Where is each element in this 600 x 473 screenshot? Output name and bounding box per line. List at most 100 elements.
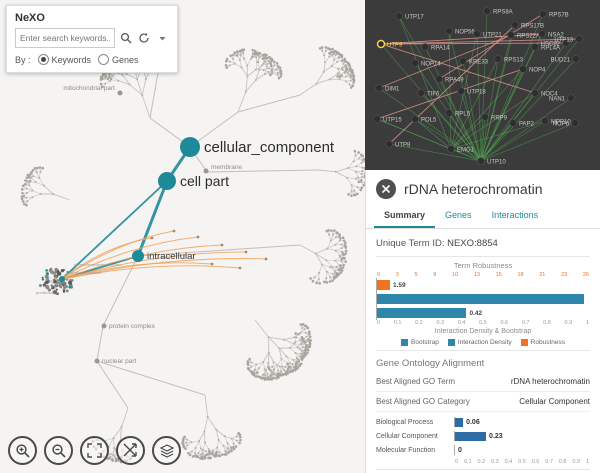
gene-node[interactable]	[539, 10, 547, 18]
zoom-out-button[interactable]	[44, 436, 73, 465]
gene-node-label: PAP2	[519, 122, 535, 128]
ontology-node[interactable]	[180, 137, 200, 157]
best-aligned-go-term-value: rDNA heterochromatin	[510, 377, 590, 386]
gene-node[interactable]	[511, 21, 519, 29]
close-icon[interactable]	[376, 179, 396, 199]
gene-node[interactable]	[457, 87, 465, 95]
ontology-node[interactable]	[101, 323, 107, 329]
gene-node[interactable]	[375, 84, 383, 92]
gene-node[interactable]	[509, 119, 517, 127]
gene-node[interactable]	[445, 27, 453, 35]
go-alignment-heading: Gene Ontology Alignment	[376, 358, 485, 369]
gene-node[interactable]	[531, 89, 539, 97]
gene-node[interactable]	[417, 89, 425, 97]
ontology-node-label: ribonucleoprotein complex	[74, 262, 121, 267]
gene-node[interactable]	[411, 115, 419, 123]
gene-node-label: NOP4	[529, 68, 546, 74]
bootstrap-bar-row	[377, 294, 590, 304]
gene-node[interactable]	[481, 113, 489, 121]
gene-node-label: UTP15	[383, 118, 402, 124]
gene-node-label: RPL5	[455, 112, 471, 118]
unique-term-id: Unique Term ID: NEXO:8854	[376, 238, 590, 249]
gene-node[interactable]	[473, 30, 481, 38]
birds-eye-view-button[interactable]	[116, 436, 145, 465]
go-score-row: Molecular Function 0	[376, 445, 590, 455]
gene-node-label: TIF6	[427, 92, 440, 98]
gene-node-label: UTP21	[483, 33, 502, 39]
ontology-node[interactable]	[117, 90, 123, 96]
gene-node-label: NOC4	[541, 92, 558, 98]
fit-to-screen-button[interactable]	[80, 436, 109, 465]
best-aligned-go-category-row: Best Aligned GO Category Cellular Compon…	[376, 392, 590, 412]
radio-keywords-circle[interactable]	[37, 54, 49, 65]
ontology-node[interactable]	[158, 172, 176, 190]
radio-genes[interactable]: Genes	[98, 54, 139, 65]
gene-node[interactable]	[435, 75, 443, 83]
gene-node[interactable]	[538, 30, 546, 38]
go-bp-bar	[455, 417, 464, 427]
refresh-icon[interactable]	[137, 31, 151, 45]
gene-node-label: DIM1	[385, 87, 400, 93]
term-detail-panel: rDNA heterochromatin Summary Genes Inter…	[365, 170, 600, 473]
gene-node[interactable]	[459, 57, 467, 65]
gene-node[interactable]	[571, 119, 579, 127]
gene-node-label: MPP10	[551, 120, 571, 126]
best-aligned-go-term-label: Best Aligned GO Term	[376, 377, 455, 386]
search-panel: NeXO By : Keywords	[6, 5, 178, 73]
robustness-legend: Bootstrap Interaction Density Robustness	[376, 339, 590, 346]
go-score-row: Biological Process 0.06	[376, 417, 590, 427]
gene-node[interactable]	[507, 31, 515, 39]
gene-node[interactable]	[519, 65, 527, 73]
radio-genes-circle[interactable]	[98, 54, 110, 65]
gene-node-label: NSA2	[548, 33, 564, 39]
tab-genes[interactable]: Genes	[445, 210, 472, 220]
radio-keywords[interactable]: Keywords	[37, 54, 91, 65]
gene-node[interactable]	[395, 12, 403, 20]
gene-node[interactable]	[483, 7, 491, 15]
gene-node-label: NOP6	[553, 122, 570, 128]
search-icon[interactable]	[119, 31, 133, 45]
ontology-node[interactable]	[132, 250, 144, 262]
gene-node-label: RRP9	[491, 116, 508, 122]
search-input[interactable]	[15, 28, 115, 48]
gene-node-label: UTP18	[467, 90, 486, 96]
layers-button[interactable]	[152, 436, 181, 465]
gene-node[interactable]	[541, 117, 549, 125]
legend-bootstrap: Bootstrap	[401, 339, 439, 346]
gene-node[interactable]	[445, 109, 453, 117]
search-by-label: By :	[15, 54, 31, 65]
gene-node[interactable]	[385, 140, 393, 148]
gene-node[interactable]	[531, 43, 539, 51]
gene-node-label: RPS13	[504, 58, 524, 64]
gene-node-label: NOP14	[421, 62, 441, 68]
zoom-in-button[interactable]	[8, 436, 37, 465]
gene-node[interactable]	[572, 55, 580, 63]
gene-node[interactable]	[447, 145, 455, 153]
zoom-toolbar	[8, 436, 181, 465]
gene-node[interactable]	[562, 39, 570, 47]
gene-node-label: RPS7B	[549, 13, 569, 19]
tab-interactions[interactable]: Interactions	[491, 210, 539, 220]
ontology-node[interactable]	[203, 168, 209, 174]
gene-node[interactable]	[373, 115, 381, 123]
interaction-density-bar-value: 0.42	[469, 309, 483, 317]
term-title: rDNA heterochromatin	[404, 181, 543, 197]
interaction-density-bar	[377, 308, 467, 318]
ontology-node-label: membrane	[211, 164, 242, 171]
go-cc-bar	[455, 431, 487, 441]
gene-node[interactable]	[411, 59, 419, 67]
legend-robustness-swatch	[520, 339, 528, 346]
gene-node[interactable]	[421, 43, 429, 51]
gene-node[interactable]	[477, 157, 485, 165]
ontology-node[interactable]	[94, 358, 100, 364]
best-aligned-go-category-value: Cellular Component	[519, 397, 590, 406]
gene-node[interactable]	[575, 35, 583, 43]
chevron-down-icon[interactable]	[155, 31, 169, 45]
gene-node[interactable]	[567, 94, 575, 102]
gene-node[interactable]	[376, 39, 386, 49]
gene-node[interactable]	[494, 55, 502, 63]
tab-summary[interactable]: Summary	[374, 205, 436, 228]
